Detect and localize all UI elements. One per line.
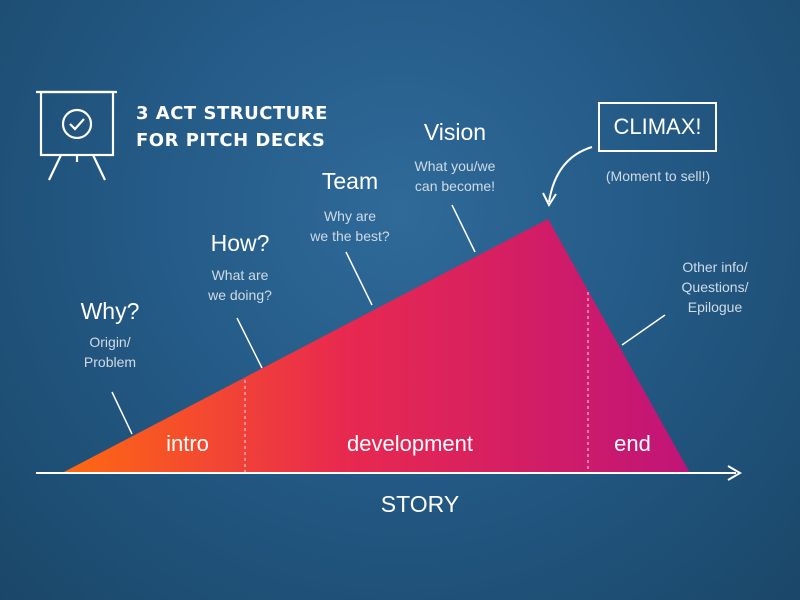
stage-team-description: Why are we the best? (310, 208, 390, 244)
team-pointer (345, 251, 373, 306)
diagram-title: 3 ACT STRUCTURE FOR PITCH DECKS (136, 100, 328, 154)
stage-team-heading: Team (321, 168, 379, 194)
phase-development-label: development (347, 431, 473, 456)
presentation-board-check-icon (36, 90, 117, 181)
how-pointer (236, 317, 263, 369)
axis-arrowhead (727, 465, 742, 481)
why-pointer (111, 391, 133, 435)
phase-end-label: end (614, 431, 651, 456)
climax-arrowhead (542, 192, 557, 208)
story-triangle (62, 219, 690, 473)
stage-vision-description: What you/we can become! (414, 158, 496, 194)
title-line-2: FOR PITCH DECKS (136, 130, 326, 151)
stage-how-heading: How? (210, 230, 270, 256)
climax-note: (Moment to sell!) (605, 168, 711, 184)
climax-arrow (548, 146, 593, 203)
climax-label: CLIMAX! (613, 114, 702, 139)
title-line-1: 3 ACT STRUCTURE (136, 103, 328, 124)
stage-vision-heading: Vision (423, 119, 487, 145)
stage-why-description: Origin/ Problem (83, 334, 137, 370)
story-axis-label: STORY (380, 491, 460, 517)
phase-intro-label: intro (166, 431, 209, 456)
epilogue-pointer (621, 314, 666, 346)
vision-pointer (451, 204, 476, 253)
climax-box: CLIMAX! (598, 102, 717, 152)
stage-why-heading: Why? (80, 298, 140, 324)
stage-how-description: What are we doing? (208, 267, 272, 303)
epilogue-description: Other info/ Questions/ Epilogue (681, 259, 749, 315)
